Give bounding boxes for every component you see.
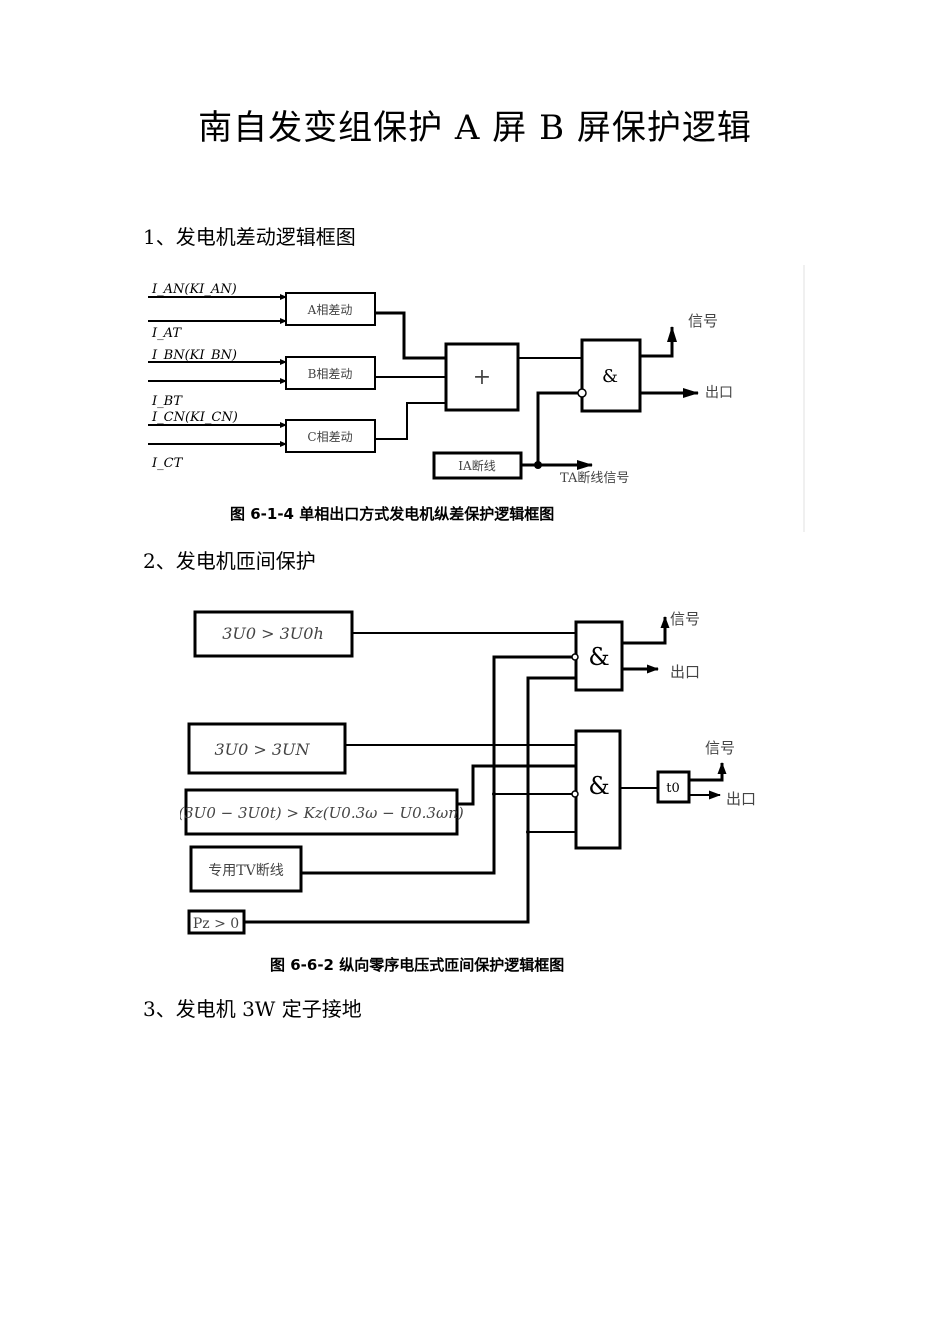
block-or-gate [444, 342, 520, 412]
ta-break-label: IA断线 [458, 458, 495, 473]
block-b-label: B相差动 [308, 367, 353, 381]
figure-inter-turn-protection: 3U0 > 3U0h 3U0 > 3UN (3U0 − 3U0t) > Kz(U… [180, 610, 756, 974]
block-ta-break [432, 451, 523, 480]
block-b-phase-diff [285, 356, 376, 390]
block-c-phase-diff [285, 419, 376, 453]
block-a-label: A相差动 [307, 303, 353, 317]
junction-dot [534, 461, 542, 469]
wire-c-to-or [375, 402, 446, 440]
block-cond-3u0-gt-3u0h [193, 610, 354, 658]
document-title: 南自发变组保护 A 屏 B 屏保护逻辑 [198, 108, 752, 148]
block-tv-break [189, 845, 303, 893]
inverter-bubble-1 [571, 653, 579, 661]
inverter-bubble-2 [571, 790, 579, 798]
timer-label: t0 [666, 781, 680, 796]
cond2-label: 3U0 > 3UN [214, 740, 310, 759]
block-a-phase-diff [285, 292, 376, 326]
block-and-gate [580, 338, 642, 413]
section-heading-2: 2、发电机匝间保护 [143, 549, 316, 573]
input-label-c-t: I_CT [151, 456, 184, 471]
input-label-b-n: I_BN(KI_BN) [151, 348, 237, 363]
wire-and1-signal [622, 616, 670, 645]
wire-timer-signal [689, 762, 727, 782]
and-gate-1-label: & [588, 643, 609, 671]
block-c-label: C相差动 [307, 430, 352, 444]
cond3-label: (3U0 − 3U0t) > Kz(U0.3ω − U0.3ωn) [180, 804, 464, 822]
input-label-c-n: I_CN(KI_CN) [151, 410, 238, 425]
and1-signal-label: 信号 [670, 610, 700, 628]
figure1-caption: 图 6-1-4 单相出口方式发电机纵差保护逻辑框图 [230, 505, 554, 523]
junction-dot-2 [526, 830, 530, 834]
wire-cond3-to-and2 [457, 764, 576, 806]
timer-exit-label: 出口 [726, 790, 756, 808]
and-gate-2-label: & [588, 772, 609, 800]
power-label: Pz > 0 [193, 916, 239, 932]
wire-signal-output [640, 326, 677, 358]
and-gate-label: & [602, 366, 618, 387]
block-timer [656, 770, 691, 804]
junction-dot-1 [492, 792, 496, 796]
input-label-b-t: I_BT [151, 394, 183, 409]
cond1-label: 3U0 > 3U0h [222, 624, 324, 643]
section-heading-3: 3、发电机 3W 定子接地 [143, 997, 362, 1021]
block-cond-kz [184, 788, 459, 836]
input-label-a-t: I_AT [151, 326, 182, 341]
block-and-gate-2 [574, 729, 622, 850]
figure-generator-differential: I_AN(KI_AN) I_AT I_BN(KI_BN) I_BT I_CN(K… [148, 265, 805, 532]
output-signal-label: 信号 [688, 312, 718, 330]
ta-break-signal-label: TA断线信号 [560, 471, 629, 486]
and1-exit-label: 出口 [670, 663, 700, 681]
figure2-caption: 图 6-6-2 纵向零序电压式匝间保护逻辑框图 [270, 956, 564, 974]
timer-signal-label: 信号 [705, 739, 735, 757]
section-heading-1: 1、发电机差动逻辑框图 [143, 225, 356, 249]
or-gate-label: + [473, 365, 491, 390]
inverter-bubble [577, 388, 587, 398]
wire-power-bus [244, 676, 576, 924]
tv-break-label: 专用TV断线 [208, 863, 283, 879]
block-cond-3u0-gt-3un [187, 722, 347, 775]
output-exit-label: 出口 [705, 385, 733, 401]
wire-a-to-or [375, 311, 446, 360]
input-label-a-n: I_AN(KI_AN) [151, 282, 237, 297]
wire-ta-break-inhibit [536, 391, 578, 465]
